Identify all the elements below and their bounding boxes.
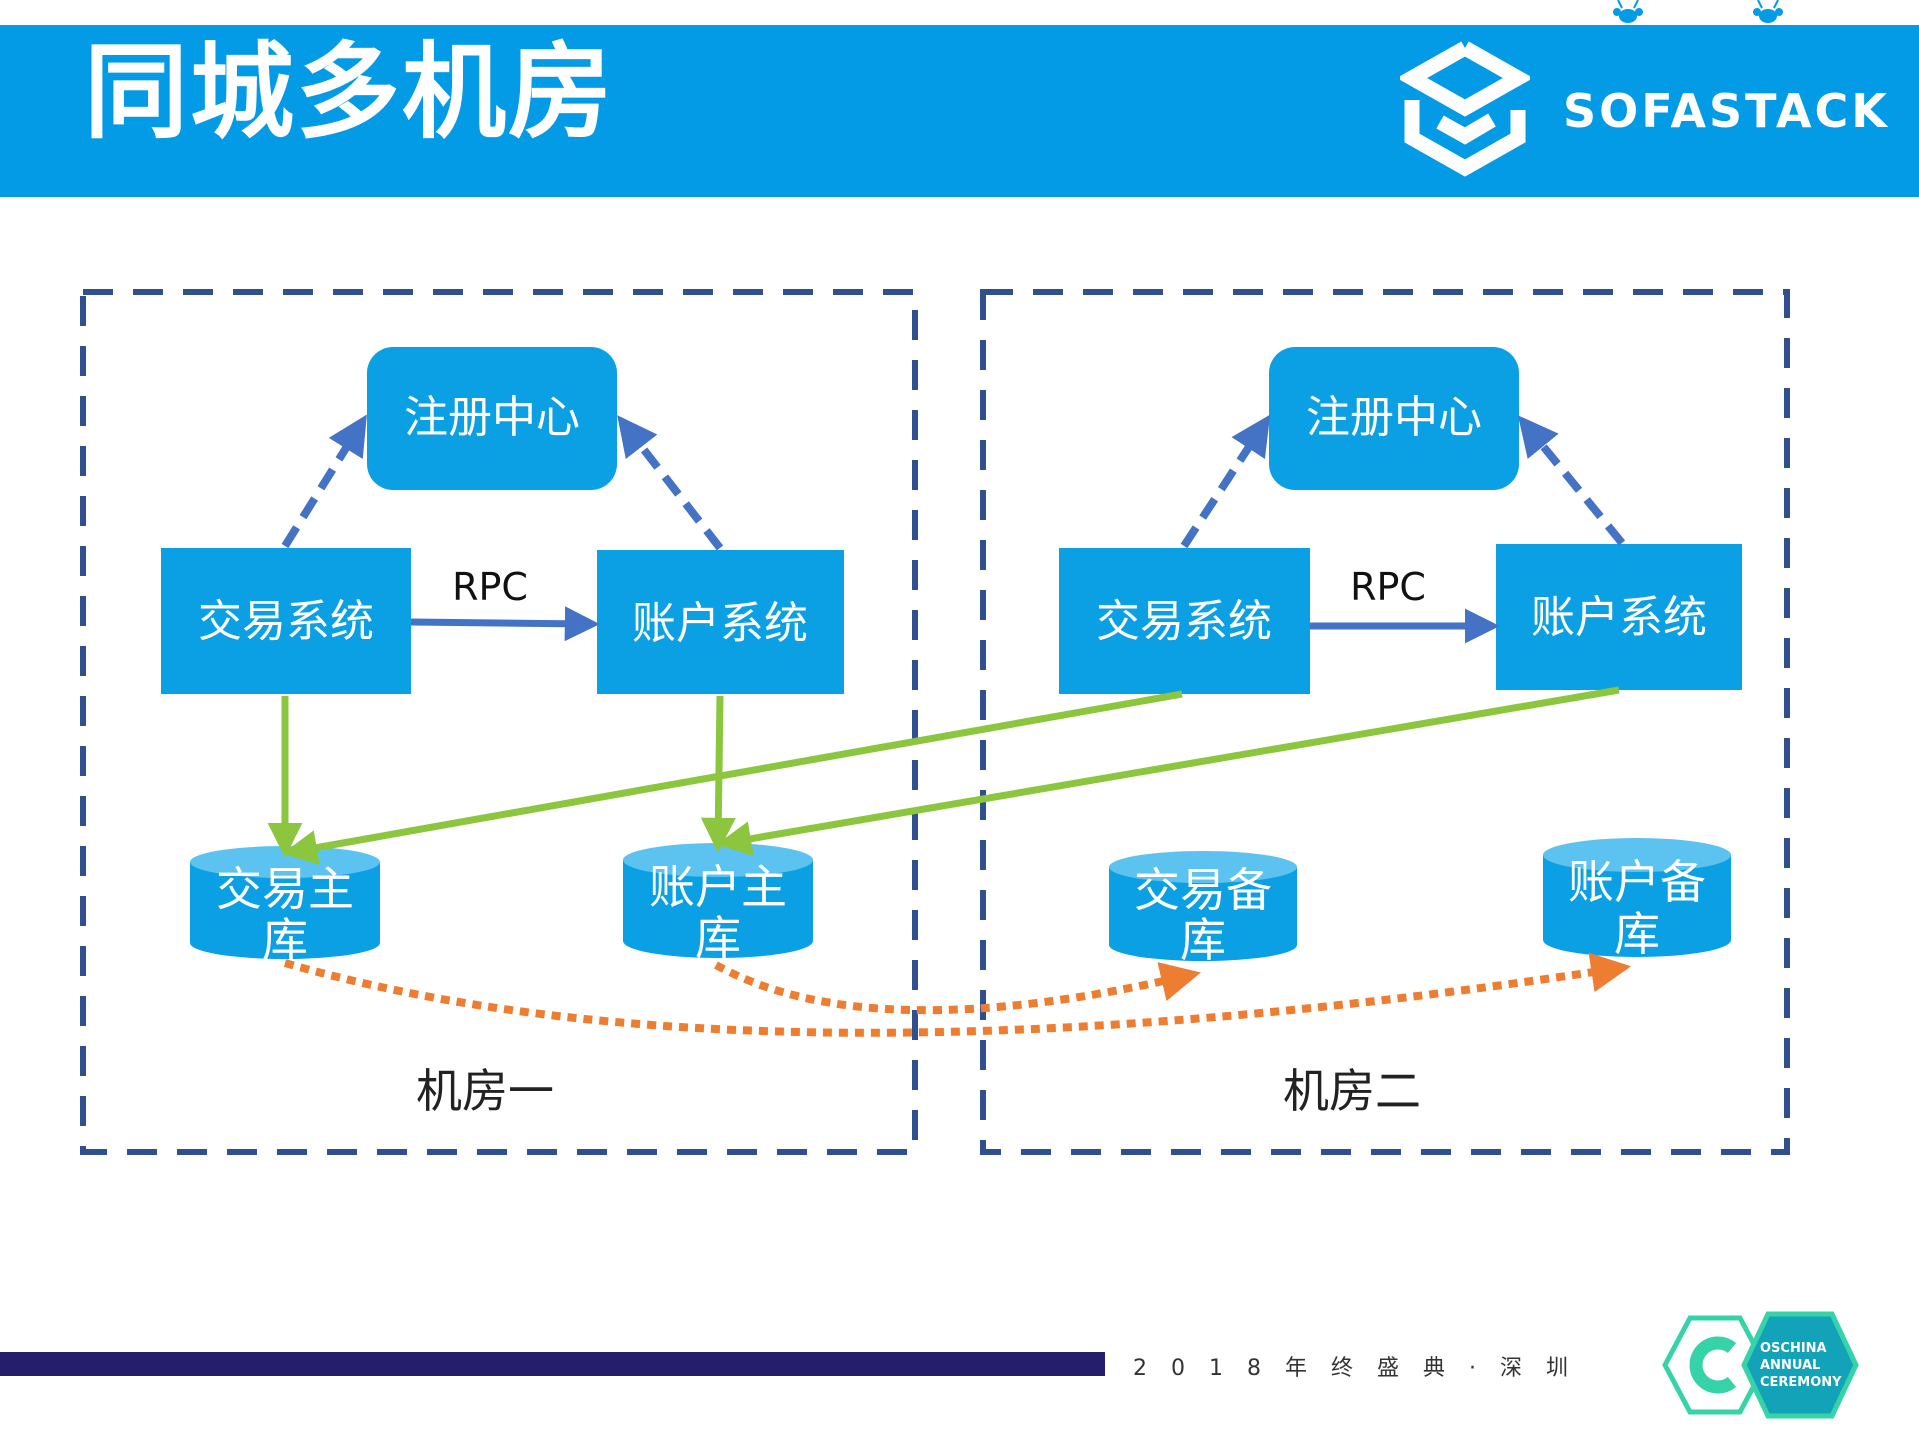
trade-primary-db-label: 交易主 (216, 862, 354, 916)
rpc-label: RPC (1350, 565, 1426, 609)
account-system-node (597, 550, 844, 694)
db-write-arrow (700, 695, 736, 853)
badge-line: ANNUAL (1760, 1358, 1821, 1373)
trade-system-node (161, 548, 411, 694)
account-standby-db-label: 账户备 (1568, 855, 1706, 909)
registry-node-label: 注册中心 (404, 392, 580, 443)
account-primary-db (623, 843, 813, 958)
replication-arrow (714, 961, 1201, 1015)
footer-bar (0, 1352, 1105, 1376)
ant-icon (1753, 0, 1783, 23)
trade-system-node (1059, 548, 1310, 694)
trade-system-label: 交易系统 (1096, 596, 1272, 647)
badge-line: OSCHINA (1760, 1341, 1827, 1356)
account-system-node (1496, 544, 1742, 690)
db-write-arrow (716, 686, 1620, 856)
trade-standby-db (1109, 851, 1297, 961)
registry-node (367, 347, 617, 490)
registry-node-label: 注册中心 (1306, 392, 1482, 443)
account-system-label: 账户系统 (1531, 592, 1707, 643)
ant-icon (1613, 0, 1643, 23)
account-primary-db-label: 库 (695, 911, 741, 965)
account-primary-db-label: 账户主 (649, 860, 787, 914)
trade-system-label: 交易系统 (198, 596, 374, 647)
registry-node (1269, 347, 1519, 490)
oschina-badge-text: OSCHINA ANNUAL CEREMONY (1760, 1340, 1855, 1391)
trade-standby-db-label: 交易备 (1134, 863, 1272, 917)
db-write-arrow (282, 690, 1183, 865)
room-two-boundary (980, 289, 1790, 1155)
room-two-label: 机房二 (1283, 1064, 1421, 1118)
replication-arrow (283, 952, 1632, 1037)
registry-link-arrow (1180, 414, 1271, 549)
footer-event-text: 2018年终盛典·深圳 (1133, 1356, 1592, 1381)
room-one-boundary (80, 289, 918, 1155)
room-one-label: 机房一 (416, 1064, 554, 1118)
account-standby-db (1543, 838, 1731, 957)
trade-standby-db-label: 库 (1180, 913, 1226, 967)
trade-primary-db-label: 库 (262, 913, 308, 967)
account-standby-db-label: 库 (1614, 907, 1660, 961)
brand-name: SOFASTACK (1563, 84, 1890, 138)
header-banner (0, 25, 1919, 197)
registry-link-arrow (1517, 415, 1626, 546)
registry-link-arrow (281, 414, 367, 549)
page-title: 同城多机房 (84, 31, 615, 153)
rpc-arrow (410, 606, 600, 642)
registry-link-arrow (617, 415, 724, 551)
rpc-label: RPC (452, 565, 528, 609)
badge-line: CEREMONY (1760, 1375, 1842, 1390)
sofastack-logo-icon (1400, 41, 1530, 177)
account-system-label: 账户系统 (632, 598, 808, 649)
oschina-badge-icon (1662, 1311, 1859, 1419)
